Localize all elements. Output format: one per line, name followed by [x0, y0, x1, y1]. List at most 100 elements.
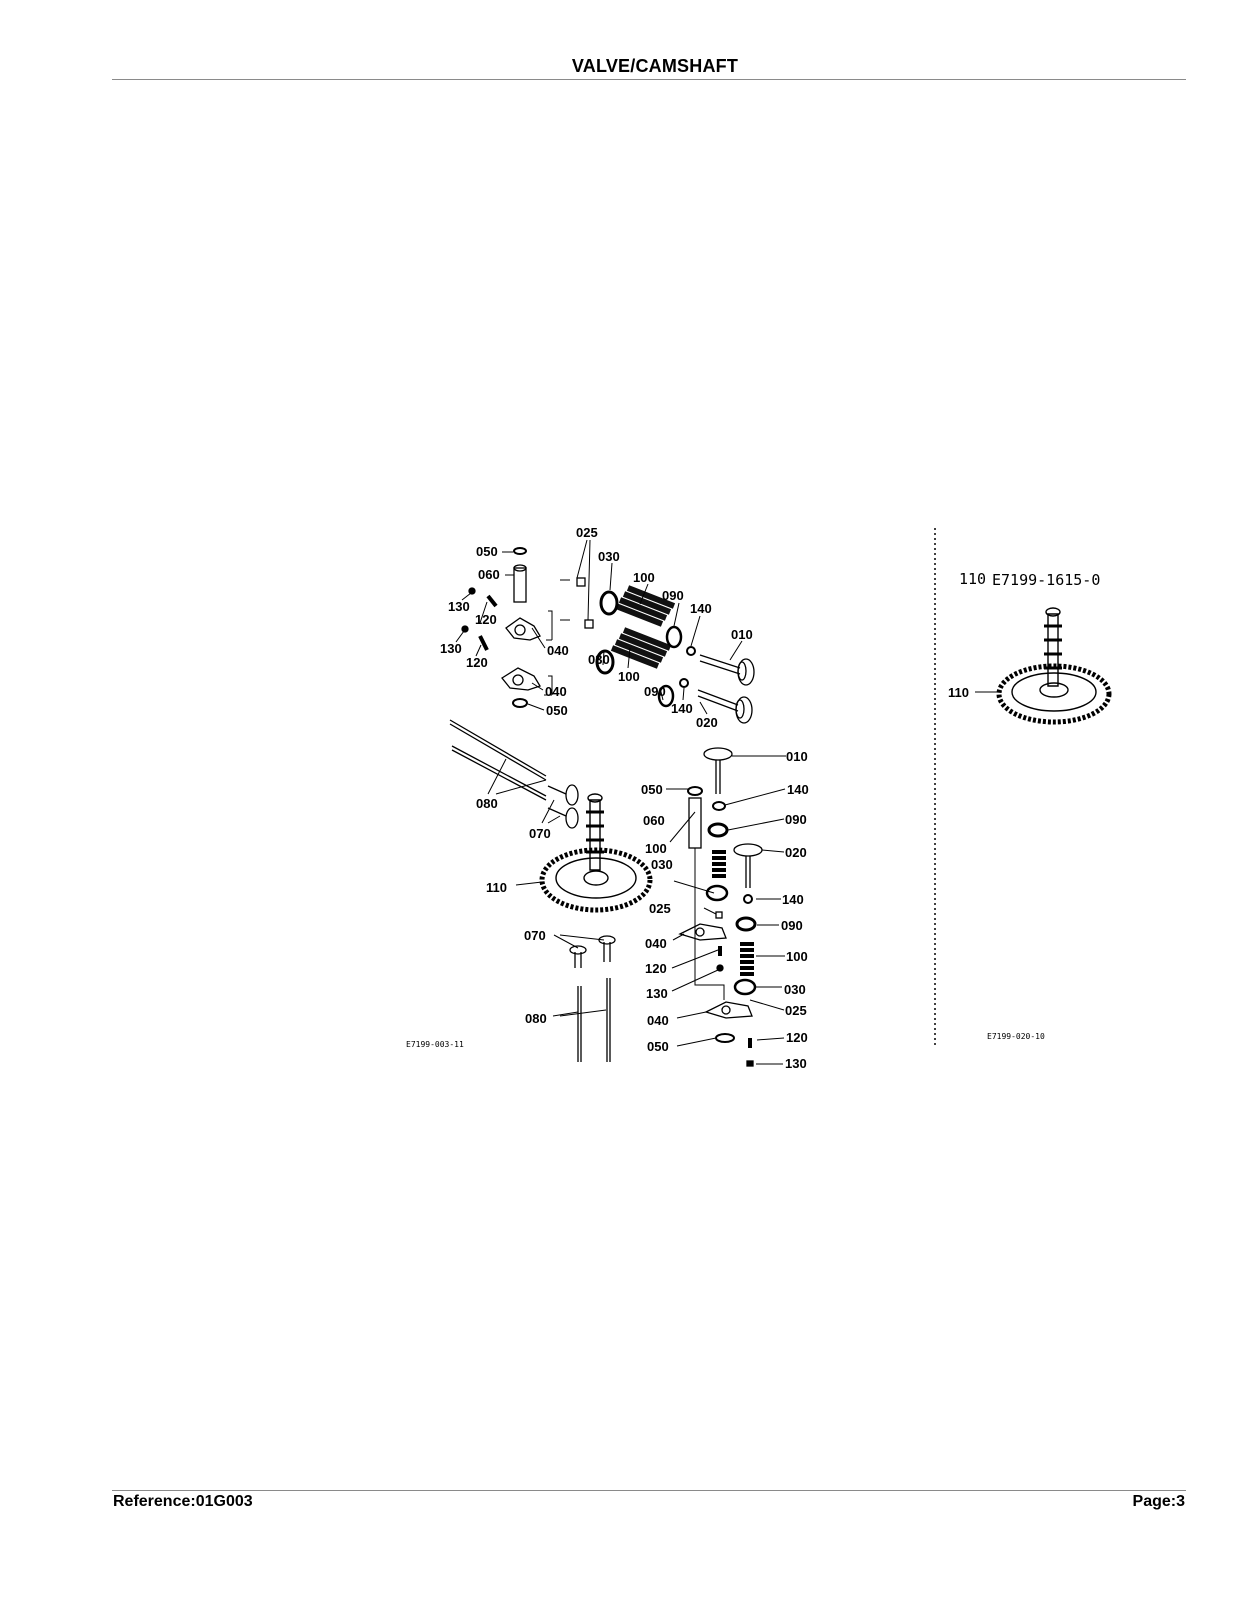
- exhaust-valve: [697, 689, 753, 724]
- callout-110: 110: [948, 685, 969, 700]
- callout-120: 120: [475, 612, 497, 627]
- valve-cotter-lower: [679, 678, 689, 688]
- callout-120: 120: [786, 1030, 808, 1045]
- callout-040: 040: [547, 643, 569, 658]
- callout-050: 050: [476, 544, 498, 559]
- camshaft-main: [539, 793, 653, 913]
- callout-060: 060: [478, 567, 500, 582]
- callout-130: 130: [448, 599, 470, 614]
- cam-gear-main: [539, 847, 653, 913]
- retainer-right-a: [705, 884, 729, 902]
- footer-reference: Reference:01G003: [113, 1493, 253, 1510]
- lock-nut-upper: [468, 587, 476, 595]
- callout-025: 025: [649, 901, 671, 916]
- callout-140: 140: [690, 601, 712, 616]
- callout-020: 020: [785, 845, 807, 860]
- rocker-arm-lower: [501, 667, 541, 691]
- inset-title-ref: 110: [959, 570, 986, 588]
- spring-retainer-lower: [595, 649, 615, 675]
- valve-key-lower: [584, 619, 594, 629]
- callout-030: 030: [784, 982, 806, 997]
- valve-cotter-upper: [686, 646, 696, 656]
- lower-left-group: [569, 935, 616, 1062]
- rocker-shaft-bracket: [513, 547, 527, 603]
- valve-spring-upper: [614, 585, 676, 627]
- cam-gear-inset: [996, 663, 1112, 725]
- callout-labels: 025 030 100 090 140 010 050 060 130 120 …: [440, 525, 809, 1071]
- key-right-a: [715, 911, 723, 919]
- figure-code: E7199-003-11: [406, 1040, 464, 1049]
- callout-030: 030: [588, 652, 610, 667]
- pushrod-lower: [451, 745, 547, 801]
- callout-040: 040: [645, 936, 667, 951]
- callout-140: 140: [671, 701, 693, 716]
- callout-100: 100: [645, 841, 667, 856]
- callout-090: 090: [781, 918, 803, 933]
- callout-040: 040: [647, 1013, 669, 1028]
- callout-060: 060: [643, 813, 665, 828]
- callout-040: 040: [545, 684, 567, 699]
- valve-spring-lower: [610, 627, 672, 669]
- rocker-arm-upper: [505, 617, 541, 641]
- footer-page-number: Page:3: [1132, 1493, 1185, 1510]
- callout-120: 120: [645, 961, 667, 976]
- callout-070: 070: [529, 826, 551, 841]
- valve-key-upper: [576, 577, 586, 587]
- exhaust-valve-right: [733, 843, 763, 888]
- valve-seal-upper: [665, 625, 683, 649]
- tappet-left-b: [598, 935, 616, 962]
- spring-retainer-upper: [599, 590, 619, 616]
- callout-130: 130: [785, 1056, 807, 1071]
- intake-valve-right: [703, 747, 733, 794]
- callout-010: 010: [731, 627, 753, 642]
- callout-080: 080: [525, 1011, 547, 1026]
- valve-seal-lower: [657, 684, 675, 708]
- callout-130: 130: [440, 641, 462, 656]
- callout-025: 025: [785, 1003, 807, 1018]
- callout-070: 070: [524, 928, 546, 943]
- callout-120: 120: [466, 655, 488, 670]
- callout-100: 100: [633, 570, 655, 585]
- callout-090: 090: [644, 684, 666, 699]
- cotter-right-a: [712, 801, 726, 811]
- tappet-lower: [547, 807, 579, 829]
- adjust-screw-lower: [478, 635, 489, 651]
- callout-030: 030: [598, 549, 620, 564]
- spring-right-b: [740, 942, 754, 976]
- adjust-screw-upper: [486, 594, 498, 608]
- washer-right: [715, 1033, 735, 1043]
- nut-right-a: [716, 964, 724, 972]
- callout-080: 080: [476, 796, 498, 811]
- leader-lines: [455, 539, 786, 1065]
- nut-right-b: [746, 1060, 754, 1067]
- inset-code: E7199-020-10: [987, 1032, 1045, 1041]
- spring-right-a: [712, 850, 726, 878]
- footer-rule: [112, 1490, 1186, 1491]
- callout-090: 090: [662, 588, 684, 603]
- lock-nut-lower: [461, 625, 469, 633]
- cotter-right-b: [743, 894, 753, 904]
- callout-100: 100: [618, 669, 640, 684]
- inset-title-part: E7199-1615-0: [992, 571, 1100, 589]
- right-column-group: [678, 747, 763, 1067]
- callout-090: 090: [785, 812, 807, 827]
- callout-020: 020: [696, 715, 718, 730]
- seal-right-a: [707, 822, 729, 838]
- callout-025: 025: [576, 525, 598, 540]
- intake-valve: [699, 654, 755, 686]
- rocker-right-a: [678, 923, 727, 941]
- page-title: VALVE/CAMSHAFT: [571, 56, 739, 76]
- retainer-right-b: [733, 978, 757, 996]
- seal-right-b: [735, 916, 757, 932]
- header-rule: [112, 79, 1186, 80]
- callout-050: 050: [641, 782, 663, 797]
- rocker-washer: [512, 698, 528, 708]
- pushrod-left-a: [577, 986, 582, 1062]
- callout-050: 050: [546, 703, 568, 718]
- tappet-upper: [547, 784, 579, 806]
- tappet-left-a: [569, 945, 587, 968]
- callout-050: 050: [647, 1039, 669, 1054]
- callout-010: 010: [786, 749, 808, 764]
- rocker-right-b: [704, 1001, 753, 1019]
- camshaft-assembly-inset: [996, 607, 1112, 725]
